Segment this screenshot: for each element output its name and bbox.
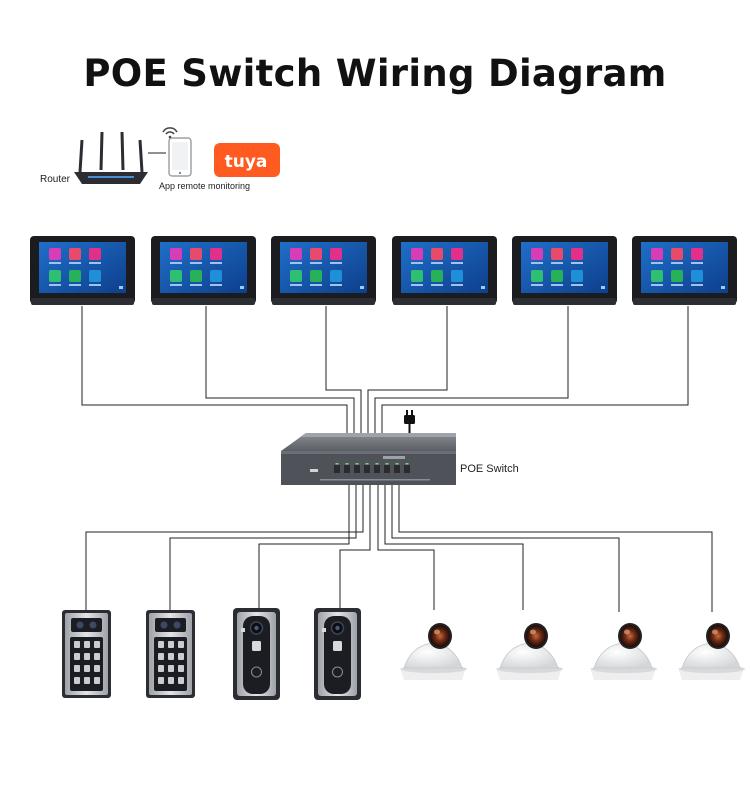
cable-1 [81,306,348,433]
indoor-monitor-2 [151,236,256,305]
dome-camera-2 [496,623,563,680]
cable-9 [258,485,350,608]
router-label: Router [40,174,71,185]
dome-camera-4 [678,623,745,680]
dome-camera-1 [400,623,467,680]
indoor-monitor-1 [30,236,135,305]
cable-10 [339,485,371,608]
router-icon [74,131,148,184]
switch-port-8 [404,465,410,473]
cable-6 [381,306,689,433]
card-door-station-1 [233,608,280,700]
cable-4 [367,306,448,433]
card-door-station-2 [314,608,361,700]
switch-port-1 [334,465,340,473]
cable-5 [374,306,569,433]
cable-3 [325,306,362,433]
keypad-door-station-1 [62,610,111,698]
switch-port-3 [354,465,360,473]
indoor-monitor-3 [271,236,376,305]
cable-14 [398,485,713,612]
cable-7 [85,485,364,610]
poe-switch [281,433,456,485]
indoor-monitors [30,236,737,305]
indoor-monitor-5 [512,236,617,305]
app-remote-label: App remote monitoring [159,181,250,191]
cable-12 [384,485,524,610]
switch-port-5 [374,465,380,473]
svg-text:tuya: tuya [225,152,268,172]
tuya-logo: tuya [214,143,280,178]
indoor-monitor-6 [632,236,737,305]
switch-port-7 [394,465,400,473]
phone-icon [162,127,192,177]
door-stations [62,608,361,700]
diagram-title: POE Switch Wiring Diagram [83,52,667,95]
dome-camera-3 [590,623,657,680]
cable-2 [205,306,355,433]
switch-port-6 [384,465,390,473]
poe-switch-label: POE Switch [460,463,519,475]
indoor-monitor-4 [392,236,497,305]
keypad-door-station-2 [146,610,195,698]
cable-13 [391,485,620,612]
wires [81,306,713,612]
switch-port-4 [364,465,370,473]
switch-port-2 [344,465,350,473]
dome-cameras [400,623,745,680]
cable-11 [377,485,435,610]
power-plug-icon [404,410,415,434]
cable-8 [169,485,357,610]
